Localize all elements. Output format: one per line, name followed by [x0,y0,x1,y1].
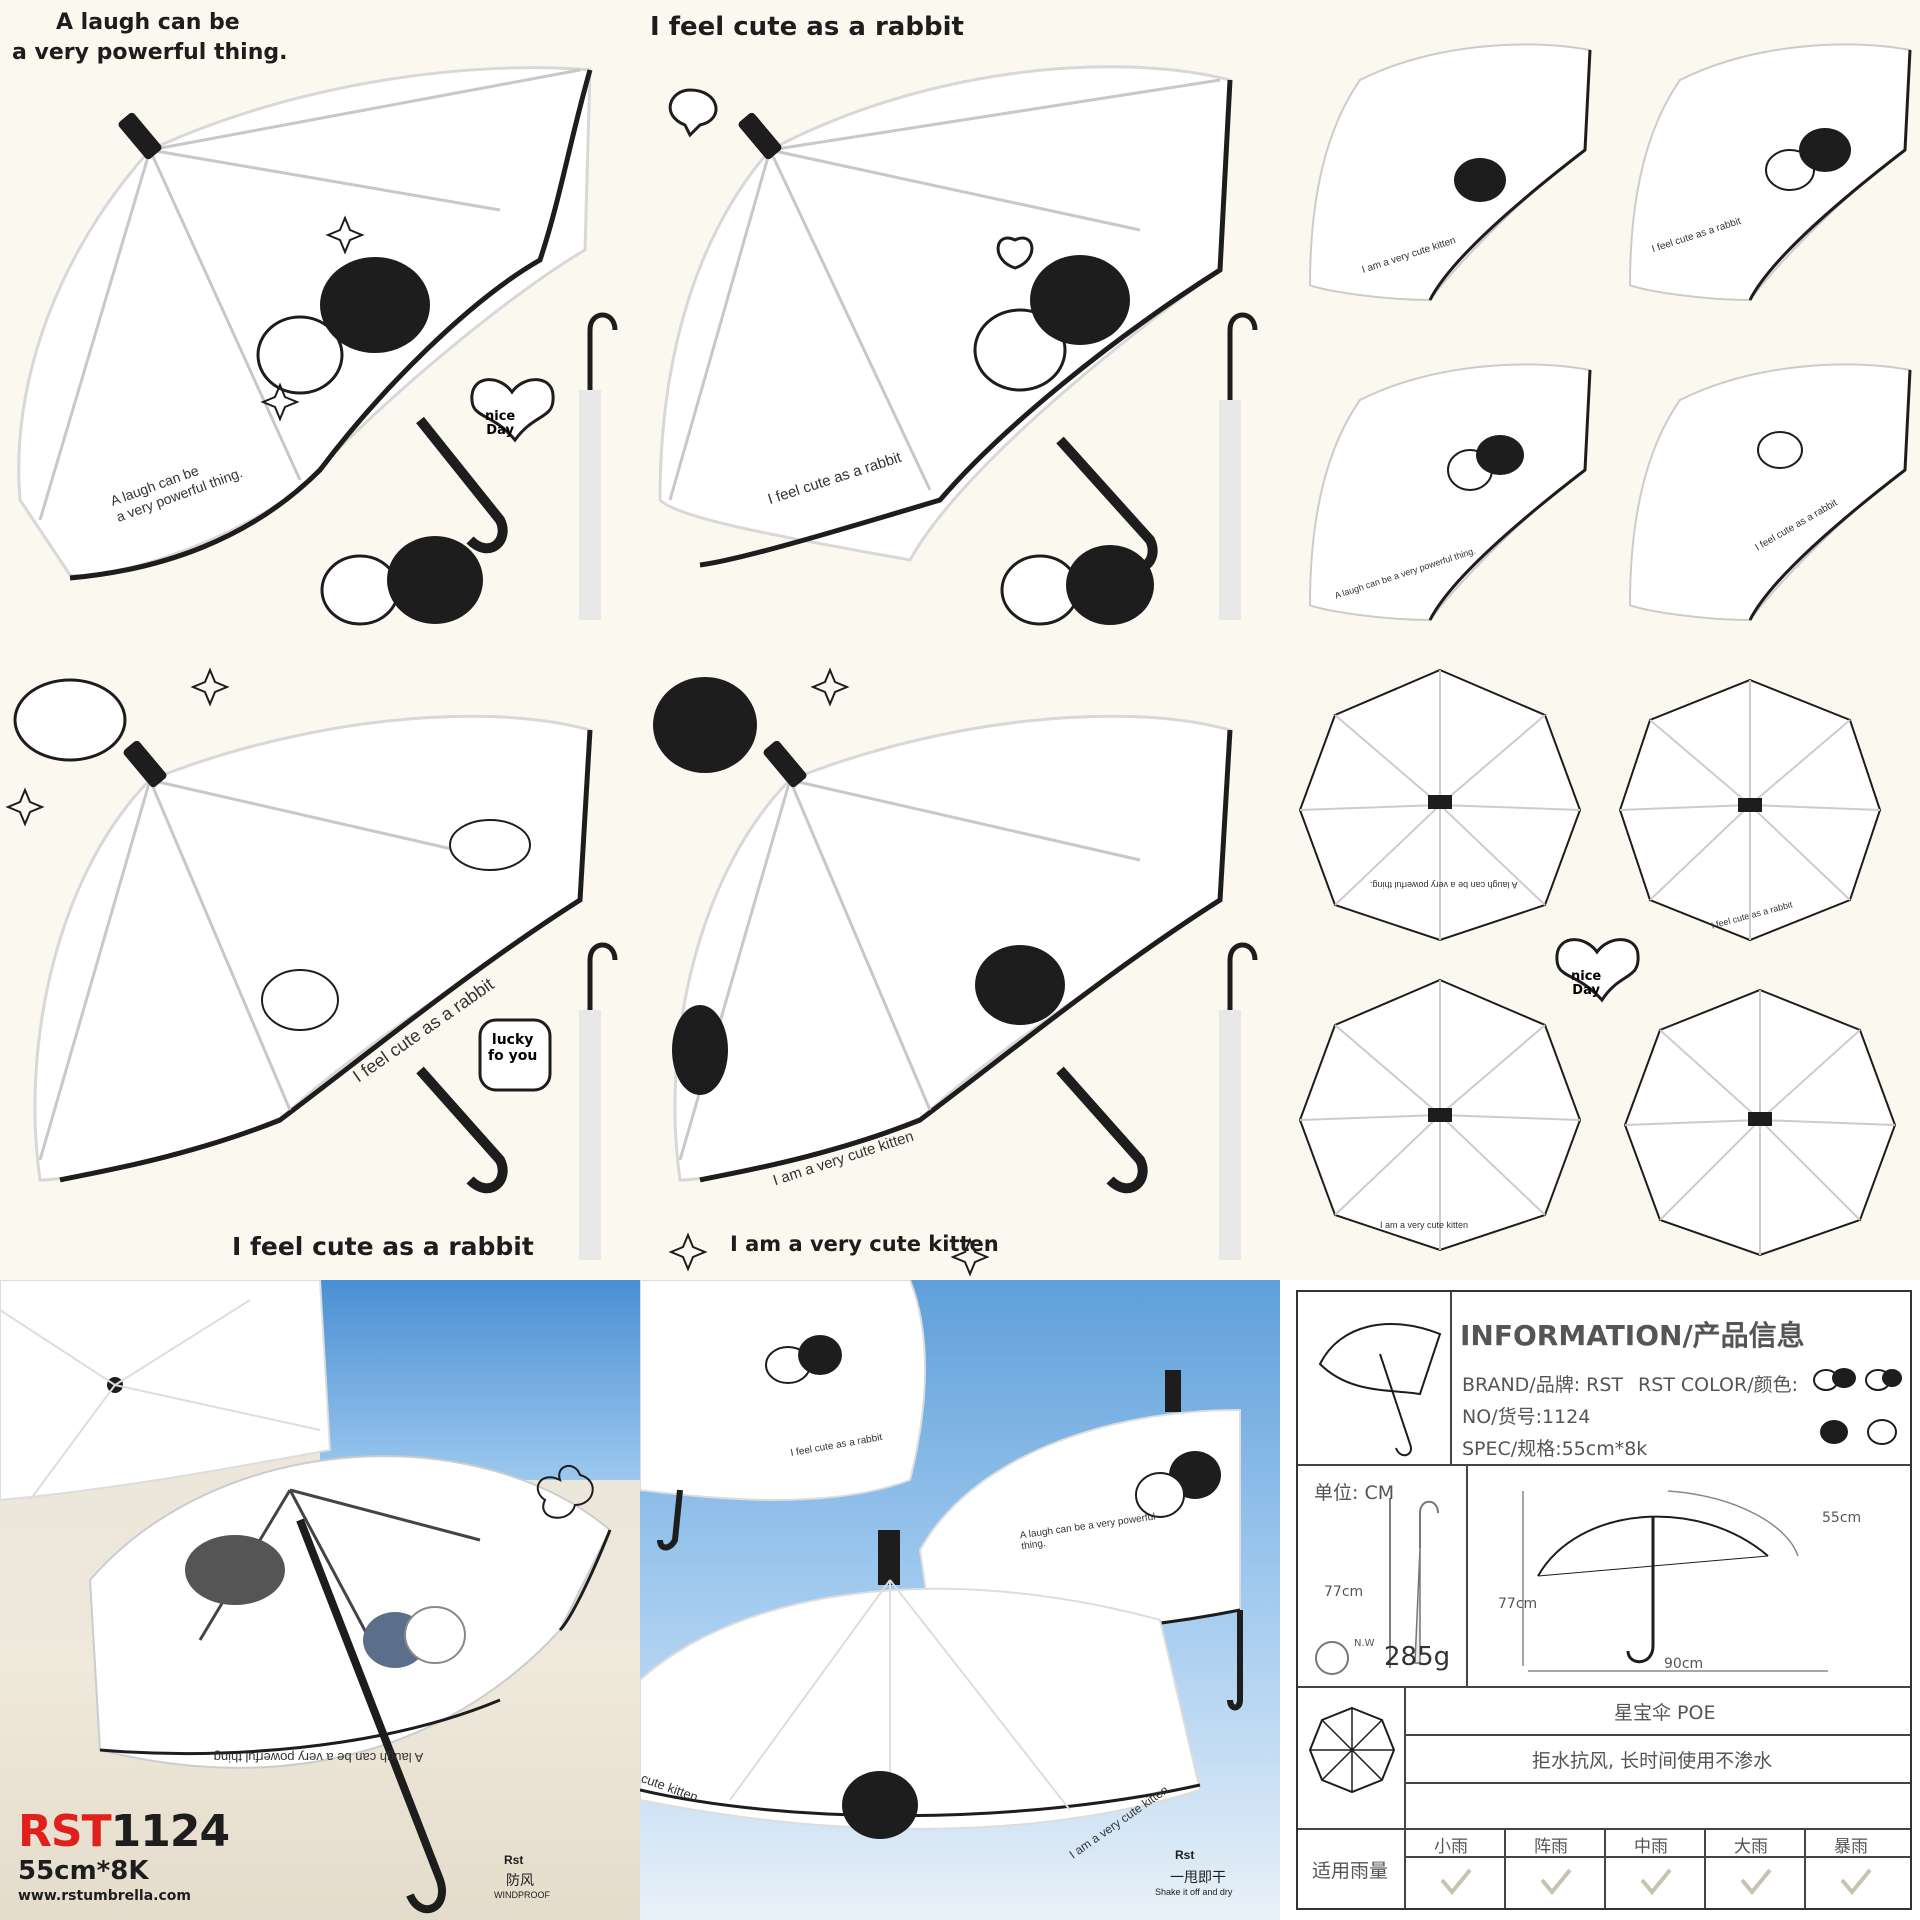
panel-rabbit-lucky-umbrella: lucky fo you I feel cute as a rabbit I f… [0,640,640,1280]
panel-kitten-umbrella: I am a very cute kitten I am a very cute… [640,640,1280,1280]
panel-shake-dry: I feel cute as a rabbit A laugh can be a… [640,1280,1280,1920]
table-divider [1704,1828,1706,1908]
closed-umbrella-icon [1389,1498,1439,1668]
check-icon [1640,1868,1672,1896]
feature-en: Shake it off and dry [1155,1887,1233,1897]
nice-day-badge: nice Day [485,410,515,438]
panel-topdown-views: nice Day A laugh can be a very powerful … [1280,640,1920,1280]
panel-product-info: INFORMATION/产品信息 BRAND/品牌: RST RST COLOR… [1296,1290,1912,1910]
info-spec: SPEC/规格:55cm*8k [1462,1438,1648,1460]
umbrella-icon [1318,1323,1442,1457]
umbrella-illustration [653,667,1258,1277]
info-material: 星宝伞 POE [1614,1702,1716,1724]
table-divider [1404,1734,1910,1736]
canopy-top-icon [1308,1706,1396,1794]
model-brand: RST [18,1806,112,1857]
rain-checkmarks [1440,1868,1872,1896]
sky-background [320,1280,640,1480]
badge-line1: lucky [491,1032,534,1048]
info-nw-label: N.W [1354,1638,1375,1649]
check-icon [1740,1868,1772,1896]
panel-variant-grid-side: I am a very cute kitten I feel cute as a… [1280,0,1920,640]
topdown-text-a: A laugh can be a very powerful thing. [1370,880,1518,890]
info-weight: 285g [1384,1642,1451,1672]
panel1-caption-line1: A laugh can be [56,10,240,35]
feature-en: WINDPROOF [494,1890,550,1900]
info-number: NO/货号:1124 [1462,1406,1591,1428]
umbrella-illustration [17,66,618,626]
umbrella-variants [1308,43,1912,622]
info-width: 90cm [1664,1656,1704,1672]
check-icon [1540,1868,1572,1896]
lucky-badge: lucky fo you [488,1032,537,1064]
panel-laugh-umbrella: A laugh can be a very powerful thing. ni… [0,0,640,640]
model-label: RST1124 [18,1810,230,1854]
nice-day-badge: nice Day [1571,970,1601,998]
table-divider [1604,1828,1606,1908]
scale-icon [1315,1641,1349,1675]
rain-level-3: 中雨 [1634,1837,1668,1857]
model-number: 1124 [110,1806,230,1857]
panel-brand-windproof: RST1124 55cm*8K www.rstumbrella.com Rst … [0,1280,640,1920]
table-divider [1404,1686,1406,1908]
badge-line2: fo you [488,1048,538,1064]
table-divider [1404,1856,1910,1858]
spec-label: 55cm*8K [18,1856,149,1886]
feature-brand: Rst [1175,1848,1195,1862]
info-len-closed: 77cm [1324,1584,1364,1600]
table-divider [1466,1464,1468,1686]
badge-line2: Day [1572,983,1600,998]
canopy-text: A laugh can be a very powerful thing. [210,1750,424,1765]
open-umbrella-diagram [1522,1490,1828,1672]
table-divider [1298,1464,1910,1466]
table-divider [1804,1828,1806,1908]
color-swatches [1813,1368,1902,1445]
panel-rabbit-umbrella: I feel cute as a rabbit I feel cute as a… [640,0,1280,640]
table-divider [1298,1686,1910,1688]
feature-cn: 一甩即干 [1170,1869,1226,1885]
rain-level-1: 小雨 [1434,1837,1468,1857]
website-link[interactable]: www.rstumbrella.com [18,1888,191,1904]
info-brand: BRAND/品牌: RST [1462,1374,1624,1396]
badge-line2: Day [486,423,514,438]
panel5-caption: I am a very cute kitten [730,1232,999,1256]
table-divider [1504,1828,1506,1908]
check-icon [1840,1868,1872,1896]
info-title: INFORMATION/产品信息 [1460,1319,1805,1352]
feature-cn: 防风 [506,1872,534,1888]
info-feature: 拒水抗风, 长时间使用不渗水 [1532,1750,1773,1772]
panel2-caption: I feel cute as a rabbit [650,12,964,42]
topdown-umbrellas [1298,668,1897,1257]
topdown-text-c: I am a very cute kitten [1380,1220,1469,1230]
info-unit: 单位: CM [1314,1482,1395,1504]
feature-brand: Rst [504,1853,524,1867]
info-len-open: 77cm [1498,1596,1538,1612]
open-umbrella-photo [0,1280,612,1914]
rain-level-5: 暴雨 [1834,1837,1868,1857]
check-icon [1440,1868,1472,1896]
badge-line1: nice [1571,969,1602,984]
floating-umbrellas [640,1280,1243,1840]
badge-line1: nice [485,409,516,424]
info-rain-label: 适用雨量 [1312,1860,1389,1882]
table-divider [1404,1782,1910,1784]
info-color: RST COLOR/颜色: [1638,1374,1798,1396]
rain-level-2: 阵雨 [1534,1837,1568,1857]
panel1-caption-line2: a very powerful thing. [12,40,288,65]
table-divider [1450,1292,1452,1464]
umbrella-illustration [658,65,1258,626]
info-radius: 55cm [1822,1510,1862,1526]
rain-level-4: 大雨 [1734,1837,1768,1857]
panel4-caption: I feel cute as a rabbit [232,1232,534,1261]
umbrella-illustration [5,667,618,1260]
